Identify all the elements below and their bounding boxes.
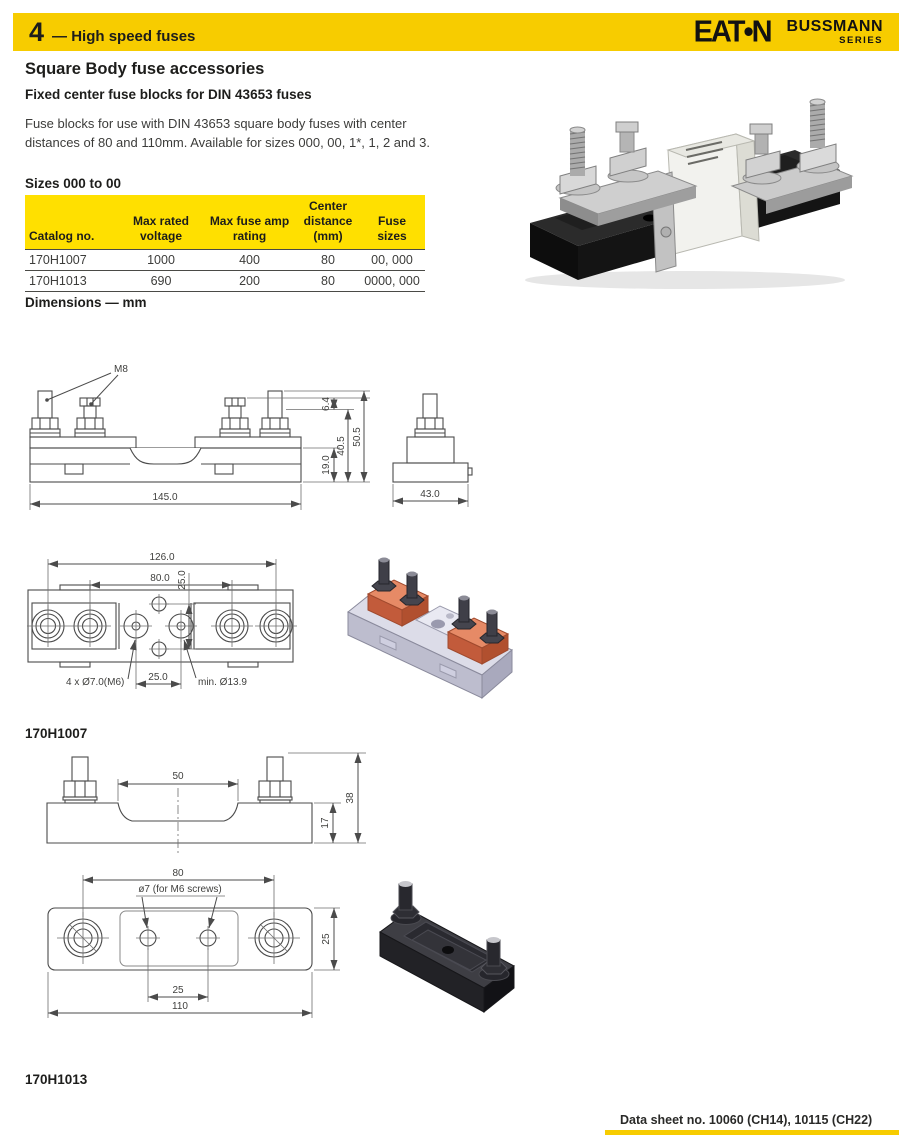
footer-accent-bar xyxy=(605,1130,899,1135)
m8-callout: M8 xyxy=(45,364,128,406)
dim-145: 145.0 xyxy=(29,484,302,510)
dim-text: 50.5 xyxy=(352,427,363,447)
cell-sizes: 00, 000 xyxy=(371,253,413,267)
chapter-number: 4 xyxy=(29,16,45,47)
col-header-sizes: Fuse sizes xyxy=(359,195,425,250)
sizes-heading: Sizes 000 to 00 xyxy=(25,176,122,191)
dim-text: 17 xyxy=(320,817,331,829)
min-diameter-note: min. Ø13.9 xyxy=(198,677,247,688)
chapter-title: — High speed fuses xyxy=(52,27,196,45)
bussmann-series-logo: BUSSMANN SERIES xyxy=(786,17,883,46)
cell-amp: 400 xyxy=(239,253,260,267)
product-photo xyxy=(525,98,854,289)
col-header-amp: Max fuse amp rating xyxy=(202,195,297,250)
front-view-body xyxy=(29,436,302,483)
chapter-banner: 4 — High speed fuses EAT•N BUSSMANN SERI… xyxy=(13,13,899,51)
top-view-drawing-170h1013: ø7 (for M6 screws) 80 25 110 2 xyxy=(47,868,340,1018)
bussmann-label: BUSSMANN xyxy=(786,17,883,35)
holes-note: 4 x Ø7.0(M6) xyxy=(66,677,124,688)
dim-text: 110 xyxy=(172,1001,188,1012)
iso-render-170h1013 xyxy=(379,881,515,1014)
dim-110: 110 xyxy=(47,972,313,1018)
cell-center: 80 xyxy=(321,253,335,267)
dim-25: 25 xyxy=(147,948,209,1002)
dim-126: 126.0 xyxy=(47,552,277,618)
iso-studs xyxy=(371,557,505,644)
part-label-170h1007: 170H1007 xyxy=(25,726,88,741)
dim-text: 19.0 xyxy=(321,455,332,475)
front-view-drawing-170h1013: 50 38 17 xyxy=(46,752,366,856)
cell-center: 80 xyxy=(321,274,335,288)
table-header-row: Catalog no. Max rated voltage Max fuse a… xyxy=(25,195,425,250)
table-row: 170H1007 1000 400 80 00, 000 xyxy=(25,250,425,271)
front-view-drawing-170h1007: M8 145.0 6.4 40.5 50.5 19.0 xyxy=(29,364,473,510)
dim-text: 43.0 xyxy=(420,489,440,500)
side-view: 43.0 xyxy=(392,393,473,507)
photo-left-terminal xyxy=(555,121,698,226)
dim-text: 25.0 xyxy=(177,570,188,590)
intro-paragraph: Fuse blocks for use with DIN 43653 squar… xyxy=(25,116,430,150)
col-header-catalog: Catalog no. xyxy=(25,195,120,250)
iso-stud-left xyxy=(390,881,422,925)
dim-text: 38 xyxy=(345,792,356,804)
stud-right xyxy=(257,756,293,804)
dim-38: 38 xyxy=(288,752,366,844)
hole-callout: ø7 (for M6 screws) xyxy=(136,884,225,929)
eaton-logo: EAT•N xyxy=(693,14,773,49)
photo-shadow xyxy=(525,271,845,289)
photo-right-terminal xyxy=(730,98,854,214)
brand-block: EAT•N BUSSMANN SERIES xyxy=(693,14,883,49)
dim-text: 145.0 xyxy=(152,492,177,503)
dim-text: 6.4 xyxy=(321,397,332,411)
cell-amp: 200 xyxy=(239,274,260,288)
m8-label: M8 xyxy=(114,364,128,375)
page-subtitle: Fixed center fuse blocks for DIN 43653 f… xyxy=(25,87,312,102)
table-row: 170H1013 690 200 80 0000, 000 xyxy=(25,271,425,292)
iso-block xyxy=(379,909,515,1014)
terminal-circles xyxy=(57,912,300,964)
body-outline xyxy=(47,907,313,971)
dim-17: 17 xyxy=(314,802,341,843)
iso-render-170h1007 xyxy=(347,557,513,700)
dim-50: 50 xyxy=(117,771,239,801)
terminal-circles xyxy=(27,605,297,647)
block-outline xyxy=(46,788,313,856)
dim-25-vertical: 25 xyxy=(314,907,340,971)
col-header-voltage: Max rated voltage xyxy=(120,195,202,250)
stud-groups xyxy=(29,390,291,438)
dim-text: 80 xyxy=(172,868,184,879)
col-header-center: Center distance (mm) xyxy=(297,195,359,250)
cell-sizes: 0000, 000 xyxy=(364,274,420,288)
dim-text: 40.5 xyxy=(336,436,347,456)
dim-80: 80.0 xyxy=(89,573,233,618)
dim-25-horizontal: 25.0 xyxy=(135,639,182,689)
cell-catalog: 170H1013 xyxy=(29,274,87,288)
dim-text: 126.0 xyxy=(149,552,174,563)
iso-stud-right xyxy=(478,937,510,981)
dim-text: 25 xyxy=(321,933,332,945)
part-label-170h1013: 170H1013 xyxy=(25,1072,88,1087)
page-title: Square Body fuse accessories xyxy=(25,60,265,78)
series-label: SERIES xyxy=(839,34,883,46)
spec-table: Catalog no. Max rated voltage Max fuse a… xyxy=(25,195,425,292)
dim-text: 25 xyxy=(172,985,184,996)
stud-left xyxy=(62,756,98,804)
cell-catalog: 170H1007 xyxy=(29,253,87,267)
hole-callouts: 4 x Ø7.0(M6) min. Ø13.9 xyxy=(66,639,247,688)
datasheet-number-note: Data sheet no. 10060 (CH14), 10115 (CH22… xyxy=(620,1113,873,1127)
dims-vertical: 6.4 40.5 50.5 19.0 xyxy=(247,390,370,483)
dim-80: 80 xyxy=(82,868,275,917)
top-view-drawing-170h1007: 126.0 80.0 25.0 25.0 4 x Ø7.0(M6) min. Ø… xyxy=(27,552,297,689)
cell-voltage: 1000 xyxy=(147,253,175,267)
dim-text: 50 xyxy=(172,771,184,782)
holes-note: ø7 (for M6 screws) xyxy=(138,884,221,895)
dimensions-heading: Dimensions — mm xyxy=(25,295,147,310)
dim-text: 80.0 xyxy=(150,573,170,584)
cell-voltage: 690 xyxy=(150,274,172,288)
mounting-holes xyxy=(136,926,220,950)
center-holes xyxy=(120,594,197,659)
dim-text: 25.0 xyxy=(148,672,168,683)
chapter-heading: 4 — High speed fuses xyxy=(29,17,195,48)
